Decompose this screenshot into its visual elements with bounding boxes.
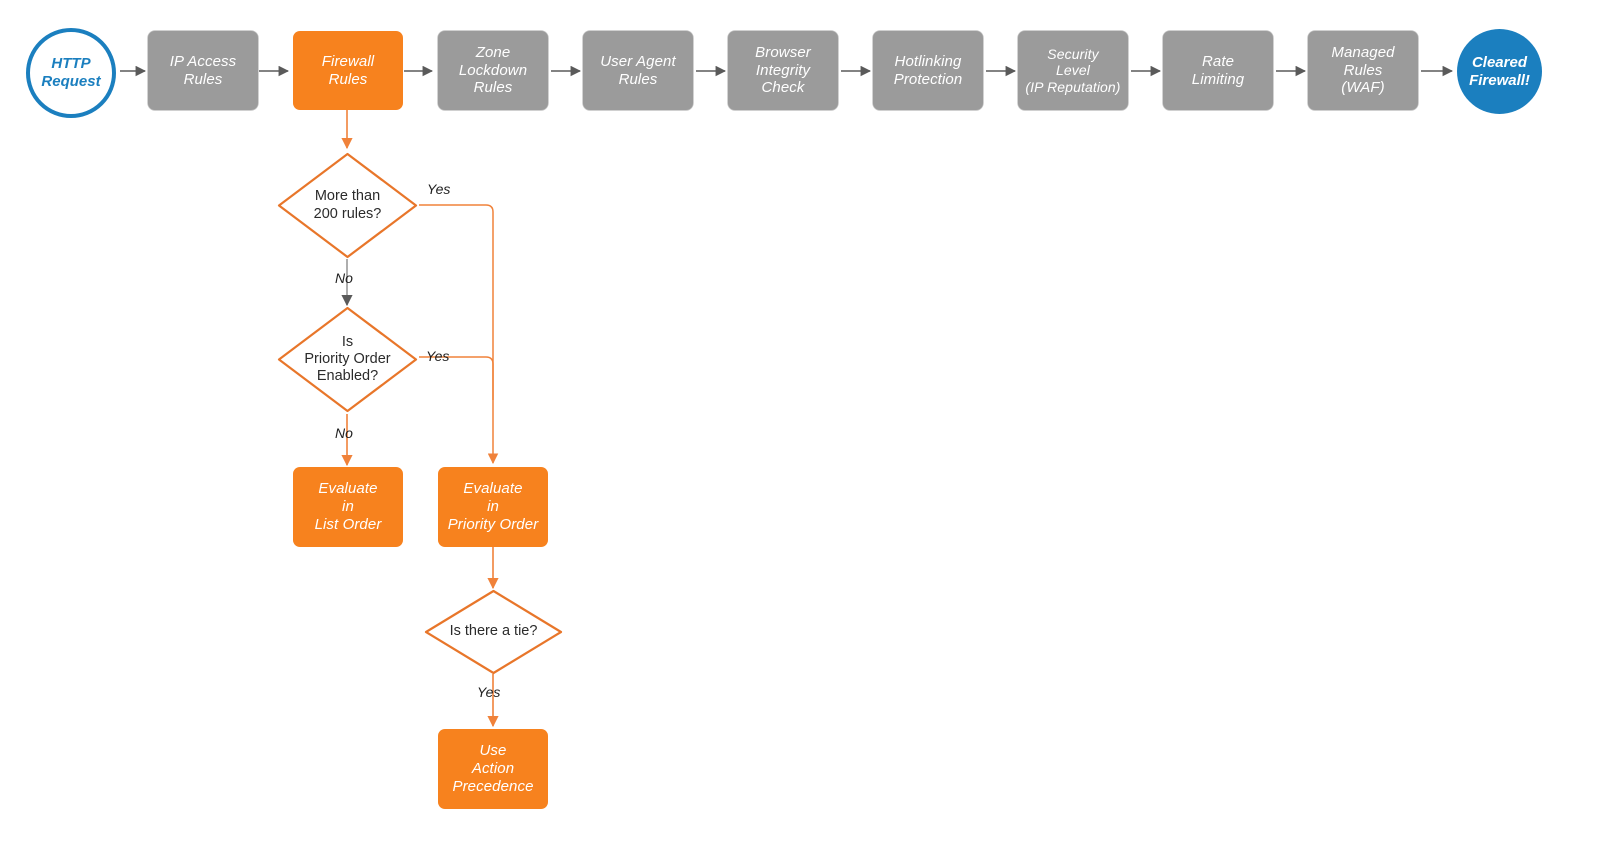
node-http-request-label: HTTP Request	[41, 55, 101, 90]
node-is-priority-order-enabled-label: Is Priority Order Enabled?	[304, 333, 391, 385]
edge-label-tie-yes: Yes	[477, 684, 501, 700]
node-user-agent-rules-label: User Agent Rules	[600, 52, 676, 88]
node-browser-integrity-check-label: Browser Integrity Check	[755, 43, 811, 97]
node-more-than-200-rules[interactable]: More than 200 rules?	[277, 152, 418, 259]
node-security-level[interactable]: Security Level (IP Reputation)	[1018, 31, 1128, 110]
node-more-than-200-rules-label: More than 200 rules?	[313, 188, 382, 222]
node-hotlinking-protection[interactable]: Hotlinking Protection	[873, 31, 983, 110]
node-ip-access-rules-label: IP Access Rules	[169, 52, 237, 88]
node-use-action-precedence-label: Use Action Precedence	[452, 742, 534, 795]
node-ip-access-rules[interactable]: IP Access Rules	[148, 31, 258, 110]
node-use-action-precedence[interactable]: Use Action Precedence	[438, 729, 548, 809]
node-managed-rules-waf-label: Managed Rules (WAF)	[1331, 43, 1395, 97]
node-evaluate-in-list-order[interactable]: Evaluate in List Order	[293, 467, 403, 547]
diamond-shape-icon	[277, 306, 418, 413]
node-cleared-firewall[interactable]: Cleared Firewall!	[1457, 29, 1542, 114]
node-managed-rules-waf[interactable]: Managed Rules (WAF)	[1308, 31, 1418, 110]
edge-label-priority-order-yes: Yes	[426, 348, 450, 364]
node-firewall-rules-label: Firewall Rules	[321, 52, 375, 88]
node-zone-lockdown-rules-label: Zone Lockdown Rules	[458, 43, 528, 97]
node-security-level-label: Security Level (IP Reputation)	[1025, 45, 1121, 95]
node-user-agent-rules[interactable]: User Agent Rules	[583, 31, 693, 110]
node-browser-integrity-check[interactable]: Browser Integrity Check	[728, 31, 838, 110]
diamond-shape-icon	[277, 152, 418, 259]
node-firewall-rules[interactable]: Firewall Rules	[293, 31, 403, 110]
node-evaluate-in-priority-order[interactable]: Evaluate in Priority Order	[438, 467, 548, 547]
node-http-request[interactable]: HTTP Request	[26, 28, 116, 118]
node-is-priority-order-enabled[interactable]: Is Priority Order Enabled?	[277, 306, 418, 413]
node-rate-limiting[interactable]: Rate Limiting	[1163, 31, 1273, 110]
node-hotlinking-protection-label: Hotlinking Protection	[893, 52, 963, 88]
node-is-there-a-tie[interactable]: Is there a tie?	[424, 589, 563, 675]
edge-label-more-than-200-no: No	[335, 270, 353, 286]
node-zone-lockdown-rules[interactable]: Zone Lockdown Rules	[438, 31, 548, 110]
edge-label-more-than-200-yes: Yes	[427, 181, 451, 197]
node-rate-limiting-label: Rate Limiting	[1191, 52, 1245, 88]
edge-label-priority-order-no: No	[335, 425, 353, 441]
node-is-there-a-tie-label: Is there a tie?	[449, 623, 538, 640]
node-cleared-firewall-label: Cleared Firewall!	[1469, 53, 1530, 89]
node-evaluate-in-priority-order-label: Evaluate in Priority Order	[447, 480, 539, 533]
node-evaluate-in-list-order-label: Evaluate in List Order	[314, 480, 382, 533]
edge-more-than-200-yes	[419, 204, 499, 465]
diamond-shape-icon	[424, 589, 563, 675]
